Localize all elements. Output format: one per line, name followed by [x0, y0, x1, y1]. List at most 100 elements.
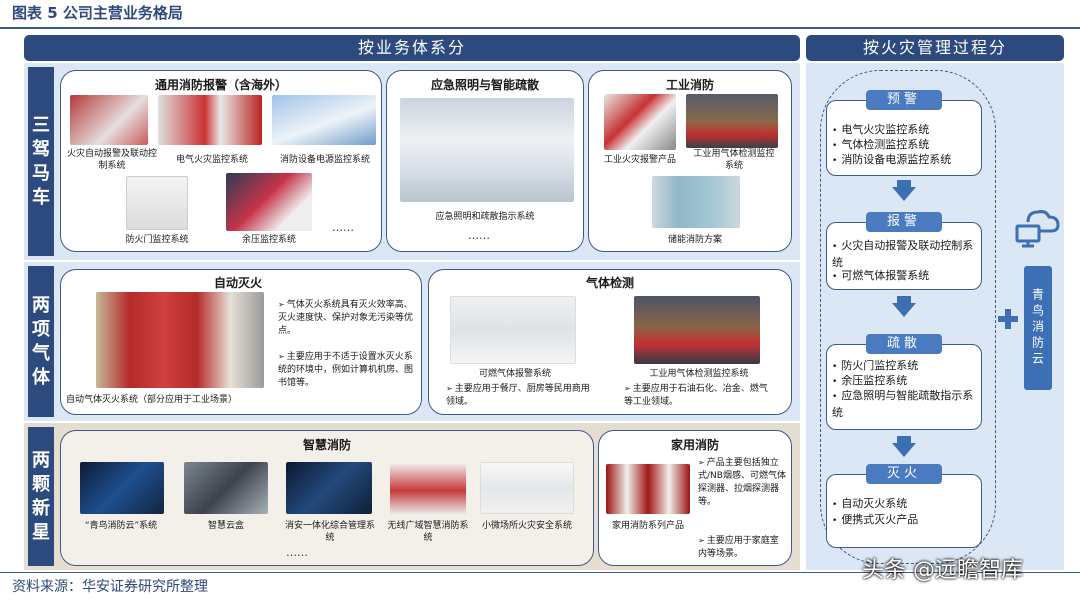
stage-item-text: 消防设备电源监控系统 [841, 153, 952, 166]
emergency-lighting-image [400, 98, 574, 202]
row-label-char: 两 [32, 294, 50, 316]
bullet-text-content: 主要应用于家庭室内等场景。 [698, 536, 779, 559]
stage-box-extinguish [826, 474, 982, 548]
bullet-text: ➢主要应用于餐厅、厨房等民用商用领域。 [446, 384, 590, 407]
caption: 家用消防系列产品 [611, 521, 684, 531]
box-title: 气体检测 [585, 276, 634, 290]
stage-box-evacuation [826, 344, 982, 430]
left-section-header: 按业务体系分 [24, 35, 800, 61]
industrial-gas-monitor-image [634, 296, 760, 364]
more-ellipsis: …… [468, 229, 490, 242]
box-title: 家用消防 [670, 438, 719, 452]
qingniao-cloud-label: 青鸟消防云 [1024, 266, 1052, 390]
stage-item: •电气火灾监控系统 [832, 123, 930, 136]
row-label-char: 两 [32, 449, 50, 471]
flow-arrow-stem [897, 436, 911, 443]
household-products-image [606, 464, 690, 514]
bullet-text: ➢产品主要包括独立式/NB烟感、可燃气体探测器、拉烟探测器等。 [698, 458, 786, 507]
electrical-fire-monitor-image [158, 95, 262, 145]
row-label-char: 车 [32, 186, 50, 208]
process-dashed-outline [820, 70, 996, 564]
row-label-char: 马 [32, 162, 50, 184]
flow-arrow-stem [897, 296, 911, 303]
row-label-char: 颗 [32, 473, 50, 495]
cloud-platform-image [80, 462, 164, 514]
figure-title: 图表 5 公司主营业务格局 [12, 4, 183, 22]
stage-item-text: 防火门监控系统 [841, 359, 919, 372]
box-title: 应急照明与智能疏散 [430, 78, 539, 92]
caption: 余压监控系统 [241, 235, 296, 245]
row-label-char: 三 [32, 114, 50, 136]
industrial-gas-detect-image [686, 94, 778, 148]
bullet-text-content: 主要应用于餐厅、厨房等民用商用领域。 [446, 384, 590, 407]
source-note: 资料来源：华安证券研究所整理 [12, 579, 208, 595]
flow-arrow-down-icon [892, 187, 916, 201]
small-venue-system-image [480, 462, 574, 514]
plus-icon-vertical [1005, 309, 1011, 329]
box-title: 智慧消防 [302, 438, 351, 452]
bullet-text-content: 产品主要包括独立式/NB烟感、可燃气体探测器、拉烟探测器等。 [698, 458, 786, 507]
integrated-management-image [286, 462, 372, 514]
row-label-char: 新 [32, 497, 50, 519]
stage-tag-evacuation: 疏散 [866, 334, 942, 354]
stage-item-text: 自动灭火系统 [841, 497, 908, 510]
stage-item: •防火门监控系统 [832, 359, 919, 372]
fire-door-monitor-image [126, 176, 188, 230]
stage-item: •消防设备电源监控系统 [832, 153, 952, 166]
energy-storage-image [652, 176, 740, 228]
box-title: 自动灭火 [213, 276, 262, 290]
bullet-text-content: 主要应用于石油石化、冶金、燃气等工业领域。 [624, 384, 768, 407]
caption: 消安一体化综合管理系统 [284, 521, 375, 543]
stage-item-text: 应急照明与智能疏散指示系统 [832, 389, 974, 419]
box-title: 通用消防报警（含海外） [154, 78, 287, 92]
caption: 火灾自动报警及联动控制系统 [66, 149, 157, 171]
cloud-computer-icon [1015, 210, 1060, 248]
caption: 消防设备电源监控系统 [279, 155, 370, 165]
row-label-char: 气 [32, 342, 50, 364]
bottom-divider [0, 572, 1080, 573]
stage-tag-extinguish: 灭火 [866, 464, 942, 484]
caption: 小微场所火灾安全系统 [482, 521, 573, 531]
caption: 应急照明和疏散指示系统 [435, 212, 535, 222]
caption: 工业用气体检测监控系统 [649, 369, 749, 379]
bullet-text: ➢气体灭火系统具有灭火效率高、灭火速度快、保护对象无污染等优点。 [278, 300, 414, 336]
stage-item-text: 余压监控系统 [841, 374, 908, 387]
row-label-char: 驾 [32, 138, 50, 160]
row-label-1: 三 驾 马 车 [28, 67, 54, 256]
stage-box-alarm [826, 222, 982, 290]
caption: 智慧云盒 [207, 521, 244, 531]
stage-item: •应急照明与智能疏散指示系统 [832, 389, 974, 419]
more-ellipsis: …… [286, 546, 308, 559]
top-divider [0, 27, 1080, 29]
caption: 电气火灾监控系统 [175, 155, 248, 165]
combustible-gas-alarm-image [450, 296, 576, 364]
power-monitor-image [272, 95, 376, 145]
row-label-char: 项 [32, 318, 50, 340]
stage-item: •气体检测监控系统 [832, 138, 930, 151]
bullet-text: ➢主要应用于石油石化、冶金、燃气等工业领域。 [624, 384, 768, 407]
fire-alarm-panel-image [70, 95, 148, 145]
caption: 无线广域智慧消防系统 [387, 521, 469, 543]
flow-arrow-down-icon [892, 443, 916, 457]
wireless-smart-fire-image [390, 462, 466, 514]
row-label-2: 两 项 气 体 [28, 266, 54, 417]
stage-item: •可燃气体报警系统 [832, 269, 930, 282]
flow-arrow-stem [897, 180, 911, 187]
bullet-text-content: 气体灭火系统具有灭火效率高、灭火速度快、保护对象无污染等优点。 [278, 300, 414, 336]
caption: 工业火灾报警产品 [603, 155, 676, 165]
stage-item: •便携式灭火产品 [832, 513, 919, 526]
more-ellipsis: …… [332, 221, 354, 234]
caption: 防火门监控系统 [125, 235, 189, 245]
stage-item-text: 便携式灭火产品 [841, 513, 919, 526]
caption: 可燃气体报警系统 [478, 369, 551, 379]
bullet-text: ➢主要应用于家庭室内等场景。 [698, 536, 779, 559]
caption: 工业用气体检测监控系统 [693, 149, 775, 171]
stage-item-text: 火灾自动报警及联动控制系统 [832, 239, 974, 269]
stage-item-text: 电气火灾监控系统 [841, 123, 930, 136]
flow-arrow-down-icon [892, 303, 916, 317]
caption: 储能消防方案 [667, 235, 722, 245]
row-label-char: 体 [32, 366, 50, 388]
row-label-char: 星 [32, 521, 50, 543]
stage-item: •自动灭火系统 [832, 497, 908, 510]
stage-tag-warning: 预警 [866, 90, 942, 110]
